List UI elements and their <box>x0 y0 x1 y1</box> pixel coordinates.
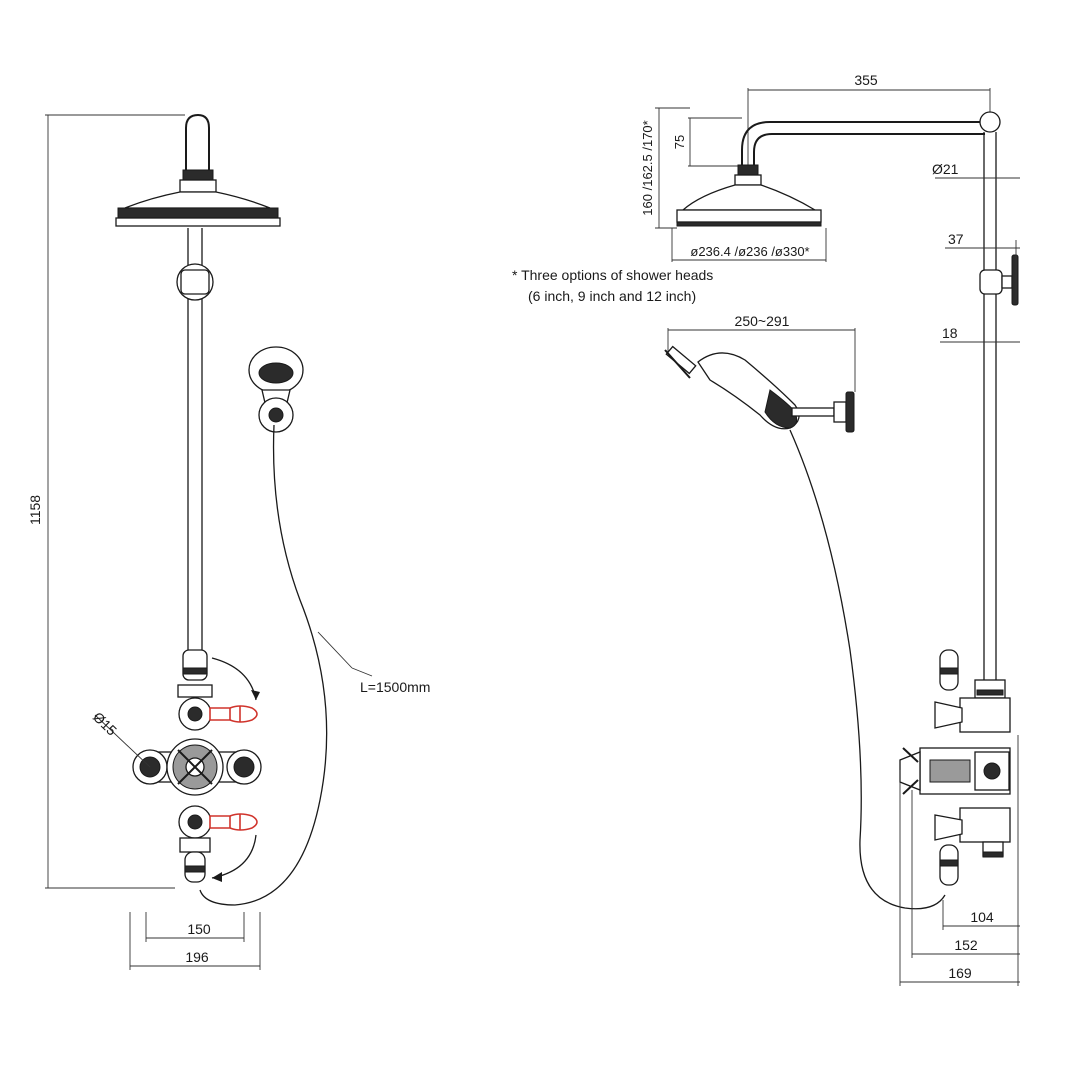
side-view: 355 75 160 /162.5 /170* ø236.4 /ø236 /ø3… <box>512 72 1020 986</box>
head-diameters-label: ø236.4 /ø236 /ø330* <box>690 244 809 259</box>
diameter15-dimension: Ø15 <box>90 709 151 768</box>
note-line2: (6 inch, 9 inch and 12 inch) <box>528 288 696 304</box>
depth-dimensions: 104 152 169 <box>899 735 1020 986</box>
side-hose <box>789 429 946 910</box>
head-heights-label: 160 /162.5 /170* <box>640 120 655 215</box>
bracket37-label: 37 <box>948 231 964 247</box>
width-dimensions: 150 196 <box>129 912 261 970</box>
side-valve <box>899 649 1011 886</box>
spacing150-label: 150 <box>187 921 211 937</box>
pipe-d21-label: Ø21 <box>932 161 959 177</box>
front-riser <box>176 228 214 650</box>
height-label: 1158 <box>27 495 43 525</box>
front-shower-head <box>115 113 281 227</box>
width196-label: 196 <box>185 949 209 965</box>
depth104-label: 104 <box>970 909 994 925</box>
front-valve <box>132 649 262 883</box>
note-line1: * Three options of shower heads <box>512 267 713 283</box>
front-view: 1158 L=150 <box>27 113 430 970</box>
side-handset <box>664 345 855 433</box>
depth169-label: 169 <box>948 965 972 981</box>
hose-length-label: L=1500mm <box>360 679 430 695</box>
front-handset <box>248 346 304 433</box>
offset75-label: 75 <box>672 135 687 149</box>
front-hose <box>199 424 328 906</box>
arm355-label: 355 <box>854 72 878 88</box>
depth152-label: 152 <box>954 937 978 953</box>
bracket18-label: 18 <box>942 325 958 341</box>
handset-reach-label: 250~291 <box>735 313 790 329</box>
height-dimension: 1158 <box>27 114 185 889</box>
